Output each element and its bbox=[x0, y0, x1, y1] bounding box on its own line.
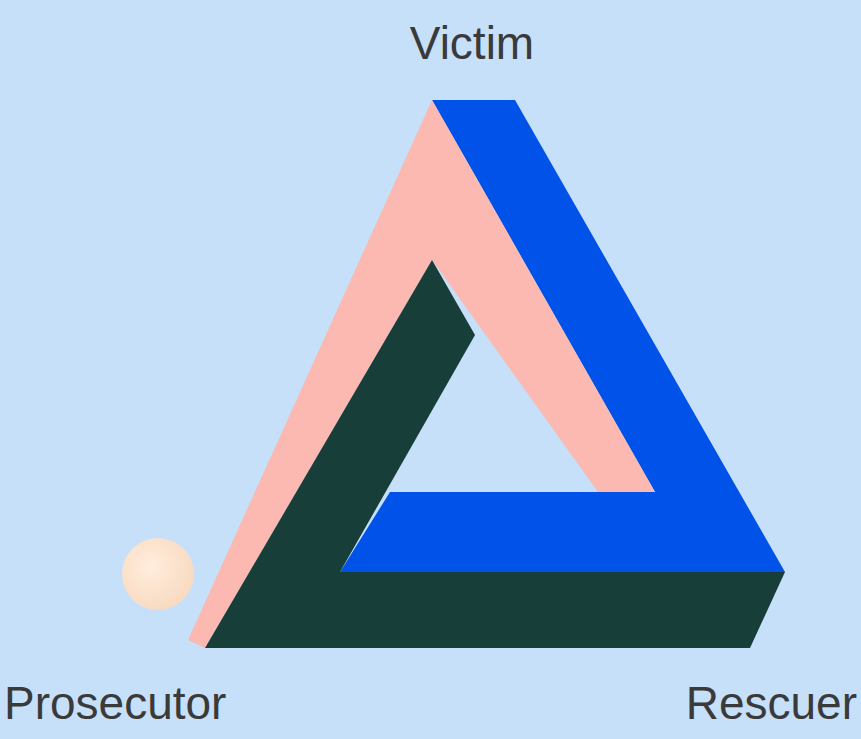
vertex-label: Victim bbox=[410, 18, 534, 69]
vertex-label: Prosecutor bbox=[4, 678, 226, 729]
dot bbox=[122, 538, 194, 610]
vertex-label: Rescuer bbox=[686, 678, 857, 729]
green-side bbox=[205, 260, 785, 648]
